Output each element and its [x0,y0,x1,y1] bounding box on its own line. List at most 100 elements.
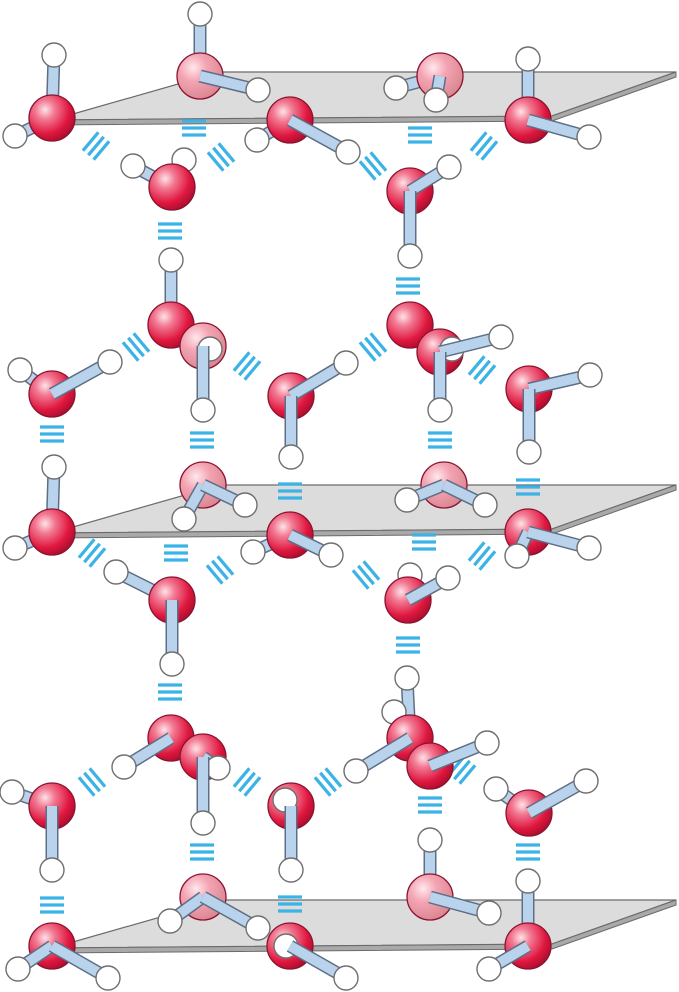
hydrogen-atom [205,755,231,781]
hydrogen-atom [515,868,541,894]
hydrogen-atom [394,487,420,513]
hydrogen-atom [245,77,271,103]
hydrogen-atom [103,559,129,585]
hydrogen-atom [278,444,304,470]
hydrogen-atom [483,776,509,802]
water-molecule [179,322,227,423]
hydrogen-atom [39,857,65,883]
hydrogen-atom [472,492,498,518]
hydrogen-bond [77,767,107,797]
hydrogen-atom [171,506,197,532]
hydrogen-atom [476,956,502,982]
water-molecule [384,562,461,624]
water-molecule [266,922,359,991]
hydrogen-atom [190,397,216,423]
hydrogen-atom [576,535,602,561]
hydrogen-bond [396,277,420,295]
hydrogen-bond [164,544,188,562]
hydrogen-bond [516,843,540,861]
hydrogen-atom [2,123,28,149]
hydrogen-atom [383,75,409,101]
oxygen-atom [386,301,434,349]
hydrogen-atom [573,768,599,794]
hydrogen-bond [190,843,214,861]
hydrogen-atom [97,349,123,375]
hydrogen-bond [158,683,182,701]
water-molecule [386,154,462,269]
hydrogen-atom [41,454,67,480]
hydrogen-atom [417,827,443,853]
hydrogen-bond [232,351,262,381]
hydrogen-atom [0,779,25,805]
water-molecule [267,782,315,883]
water-molecules [0,1,603,991]
hydrogen-bond [158,222,182,240]
water-molecule [157,873,271,941]
hydrogen-bond [81,131,111,161]
hydrogen-atom [2,535,28,561]
hydrogen-atom [577,362,603,388]
hydrogen-atom [245,915,271,941]
hydrogen-atom [244,127,270,153]
water-molecule [386,301,434,349]
water-molecule [505,362,603,465]
hydrogen-bond [313,767,343,797]
hydrogen-atom [504,543,530,569]
water-molecule [394,461,498,518]
water-molecule [504,46,602,150]
hydrogen-bond [467,541,497,571]
water-molecule [103,559,196,677]
hydrogen-atom [335,139,361,165]
hydrogen-atom [95,965,121,991]
hydrogen-atom [318,542,344,568]
hydrogen-bond [40,896,64,914]
hydrogen-atom [232,492,258,518]
oxygen-atom [28,508,76,556]
hydrogen-bond [358,332,388,362]
hydrogen-atom [159,651,185,677]
hydrogen-bond [358,151,388,181]
hydrogen-atom [423,87,449,113]
hydrogen-atom [157,908,183,934]
water-molecule [383,52,464,113]
hydrogen-bond [206,142,236,172]
water-molecule [406,827,502,926]
hydrogen-atom [111,754,137,780]
hydrogen-atom [190,810,216,836]
hydrogen-bond [278,895,302,913]
water-molecule [0,779,76,883]
hydrogen-bond [351,560,381,590]
hydrogen-bond [278,482,302,500]
hydrogen-atom [5,956,31,982]
hydrogen-atom [240,539,266,565]
hydrogen-atom [7,357,33,383]
hydrogen-atom [516,439,542,465]
hydrogen-atom [427,397,453,423]
water-molecule [5,922,121,991]
hydrogen-atom [120,153,146,179]
hydrogen-atom [333,965,359,991]
water-molecule [111,714,195,780]
oxygen-atom [148,163,196,211]
hydrogen-bond [412,533,436,551]
layer-plane [51,484,677,534]
layer-plane [51,71,677,121]
water-molecule [267,350,359,470]
water-molecule [179,733,231,836]
hydrogen-atom [187,1,213,27]
water-molecule [406,730,500,790]
water-molecule [244,96,361,165]
hydrogen-atom [435,565,461,591]
water-molecule [504,508,602,569]
hydrogen-atom [394,665,420,691]
hydrogen-bond [516,478,540,496]
hydrogen-atom [576,124,602,150]
hydrogen-bond [418,796,442,814]
water-molecule [2,42,76,149]
hydrogen-atom [476,900,502,926]
water-molecule [416,324,514,423]
hydrogen-bond [467,355,497,385]
hydrogen-bond [396,636,420,654]
